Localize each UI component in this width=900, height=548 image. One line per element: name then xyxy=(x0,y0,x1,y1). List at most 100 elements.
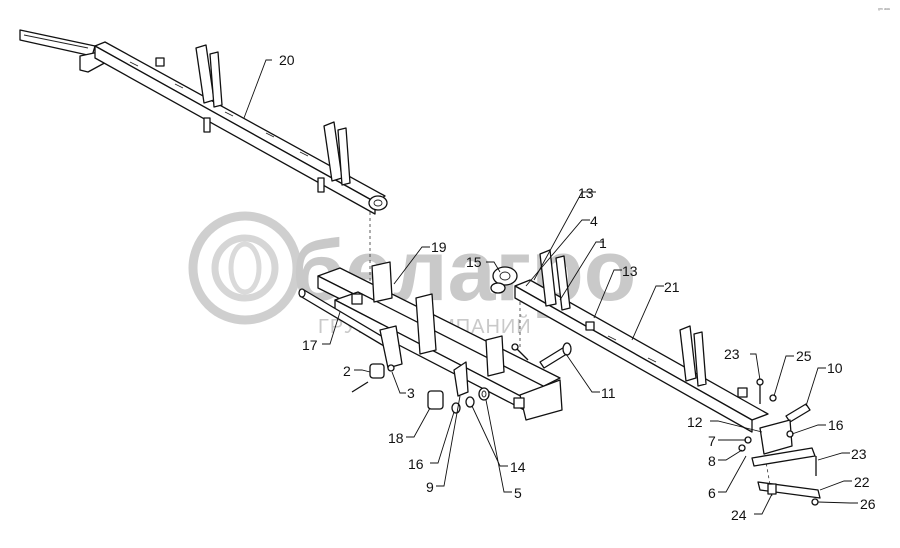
callout-1: 1 xyxy=(599,235,607,251)
right-beam-clip-2 xyxy=(585,321,595,331)
leader-3 xyxy=(391,371,406,394)
right-beam-mark-1 xyxy=(607,335,617,341)
hub-washer xyxy=(490,282,506,294)
callout-17: 17 xyxy=(302,337,318,353)
bolt-head xyxy=(511,343,519,351)
part-17-shaft xyxy=(298,288,403,369)
part-4-bolt xyxy=(511,343,529,361)
leader-15 xyxy=(486,261,501,273)
leader-17 xyxy=(322,311,341,345)
part-22-strip-lower xyxy=(757,481,821,499)
leader-20 xyxy=(243,59,272,119)
upper-beam-mark-1 xyxy=(129,61,139,67)
hardware-right-clamp xyxy=(738,378,821,506)
part-10-bolt xyxy=(785,403,811,423)
leader-9 xyxy=(436,395,461,487)
right-beam-clip xyxy=(737,387,748,398)
callout-13b: 13 xyxy=(622,263,638,279)
upper-beam-mark-3 xyxy=(224,111,234,117)
upper-beam-end-tube xyxy=(368,195,388,211)
right-beam-stand-b1 xyxy=(679,325,697,382)
frame-plate-a xyxy=(371,261,393,303)
frame-block-1 xyxy=(351,293,363,305)
leader-8 xyxy=(718,449,743,461)
callout-13a: 13 xyxy=(578,185,594,201)
callout-22: 22 xyxy=(854,474,870,490)
part-11-pin xyxy=(539,342,572,369)
callout-14: 14 xyxy=(510,459,526,475)
upper-beam-tongue-edge xyxy=(23,34,89,49)
leader-23a xyxy=(750,353,761,381)
frame-plate-b xyxy=(415,293,437,355)
leader-21 xyxy=(631,285,664,341)
callout-4: 4 xyxy=(590,213,598,229)
leader-2 xyxy=(354,369,371,373)
leader-16b xyxy=(430,411,455,464)
bolt-shank xyxy=(515,347,529,361)
part-18-block xyxy=(427,390,444,410)
leader-22 xyxy=(819,480,852,491)
hub-bore xyxy=(499,271,511,281)
part-15-hub xyxy=(490,266,518,294)
part-26-nut xyxy=(811,498,819,506)
part-25-nut xyxy=(769,394,777,402)
frame-plate-c xyxy=(485,335,505,377)
part-3-nut xyxy=(387,364,395,372)
callout-24: 24 xyxy=(731,507,747,523)
leader-23b xyxy=(817,452,850,461)
leader-lines xyxy=(243,59,858,515)
callout-23a: 23 xyxy=(724,346,740,362)
upper-beam-lug-1 xyxy=(203,117,211,133)
callout-6: 6 xyxy=(708,485,716,501)
right-beam-front-face xyxy=(514,285,753,433)
leader-24 xyxy=(754,493,773,515)
assembly-axes xyxy=(369,212,773,497)
callout-10: 10 xyxy=(827,360,843,376)
pin-head xyxy=(562,342,572,356)
frame-end-plate xyxy=(519,379,563,421)
part-9-bracket xyxy=(453,361,469,397)
leader-16a xyxy=(791,424,826,435)
callout-18: 18 xyxy=(388,430,404,446)
leader-14 xyxy=(471,405,508,467)
callout-3: 3 xyxy=(407,385,415,401)
hub-body xyxy=(492,266,518,286)
part-2-bolt xyxy=(351,381,369,393)
leader-11 xyxy=(565,353,600,393)
callout-23b: 23 xyxy=(851,446,867,462)
shaft-end xyxy=(298,288,306,298)
upper-beam-lug-2 xyxy=(317,177,325,193)
leader-1 xyxy=(559,241,604,301)
shaft-arm xyxy=(379,325,403,369)
upper-beam-mark-2 xyxy=(174,83,184,89)
callout-2: 2 xyxy=(343,363,351,379)
upper-beam-clip-1 xyxy=(155,57,165,67)
leader-25 xyxy=(773,355,794,397)
leader-13a xyxy=(533,191,596,281)
part-14-washer xyxy=(465,396,475,408)
leader-13b xyxy=(593,269,622,319)
corner-mark: ᵍᵐ ᵃᵃᵃ xyxy=(878,7,890,13)
upper-beam-mark-5 xyxy=(299,151,309,157)
part-8-nut xyxy=(738,444,746,452)
callout-labels: 20 13 4 1 19 15 13 21 17 2 3 11 23 25 10… xyxy=(279,52,876,523)
part-12-plate xyxy=(759,419,793,455)
leader-12 xyxy=(710,420,763,433)
leader-18 xyxy=(406,407,431,438)
part-5-ring-bore xyxy=(481,390,487,398)
part-2-block xyxy=(369,363,385,379)
leader-4 xyxy=(525,219,590,287)
hardware-lower-middle xyxy=(351,361,490,414)
part-24-spacer xyxy=(767,483,777,495)
callout-16b: 16 xyxy=(408,456,424,472)
watermark-logo-ring xyxy=(188,211,302,325)
callout-7: 7 xyxy=(708,433,716,449)
upper-beam-front-face xyxy=(94,45,376,215)
callout-12: 12 xyxy=(687,414,703,430)
leader-26 xyxy=(817,501,858,504)
leader-19 xyxy=(393,246,430,285)
frame-block-2 xyxy=(513,397,525,409)
right-beam-stand-a2 xyxy=(555,255,571,311)
